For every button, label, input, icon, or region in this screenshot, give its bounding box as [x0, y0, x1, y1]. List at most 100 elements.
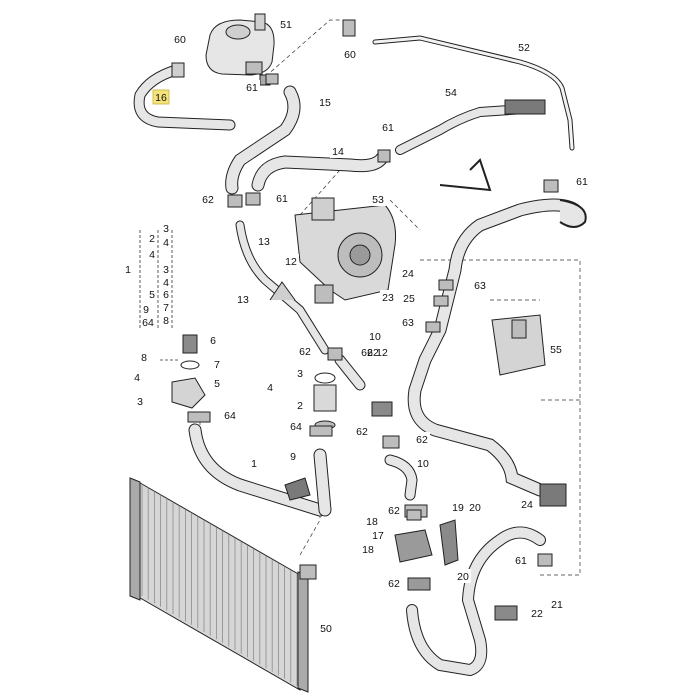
- callout-box: [380, 120, 396, 134]
- callout-62: 62: [386, 576, 402, 590]
- main-pipe-24: [407, 198, 582, 497]
- callout-61: 61: [244, 80, 260, 94]
- callout-box: [249, 456, 259, 470]
- callout-box: [370, 192, 386, 206]
- group-legend-sub-label: 62: [361, 347, 373, 359]
- callout-box: [278, 17, 294, 31]
- callout-5: 5: [212, 376, 222, 390]
- group-legend-col-a-label: 5: [149, 289, 155, 301]
- callout-box: [386, 503, 402, 517]
- callout-19: 19: [450, 500, 466, 514]
- callout-10: 10: [415, 456, 431, 470]
- callout-label: 1: [251, 458, 257, 470]
- callout-box: [200, 192, 216, 206]
- callout-box: [208, 333, 218, 347]
- callout-label: 61: [382, 122, 394, 134]
- callout-box: [132, 370, 142, 384]
- callout-16: 16: [152, 89, 170, 105]
- callout-label: 61: [576, 176, 588, 188]
- group-legend-col-a-label: 4: [149, 249, 155, 261]
- pump-housing-53: [294, 197, 396, 304]
- callout-label: 9: [290, 451, 296, 463]
- callout-4: 4: [132, 370, 142, 384]
- callout-label: 50: [320, 623, 332, 635]
- callout-box: [222, 408, 238, 422]
- callout-62: 62: [200, 192, 216, 206]
- callout-label: 20: [469, 502, 481, 514]
- callout-label: 15: [319, 97, 331, 109]
- bracket-9: [284, 477, 311, 501]
- callout-14: 14: [330, 144, 346, 158]
- callout-label: 24: [521, 499, 533, 511]
- callout-64: 64: [288, 419, 304, 433]
- callout-box: [342, 47, 358, 61]
- callout-box: [415, 456, 431, 470]
- callout-box: [529, 606, 545, 620]
- callout-13: 13: [235, 292, 251, 306]
- callout-label: 13: [258, 236, 270, 248]
- group-legend-col-b-label: 8: [163, 315, 169, 327]
- callout-55: 55: [548, 342, 564, 356]
- callout-label: 3: [297, 368, 303, 380]
- callout-box: [295, 398, 305, 412]
- callout-box: [365, 345, 381, 359]
- callout-label: 62: [388, 578, 400, 590]
- callout-62: 62: [297, 344, 313, 358]
- callout-20: 20: [467, 500, 483, 514]
- group-legend-col-a-label: 9: [143, 304, 149, 316]
- callout-label: 62: [367, 347, 379, 359]
- callout-box: [317, 95, 333, 109]
- callout-60: 60: [172, 32, 188, 46]
- group-legend-col-a-label: 1: [125, 264, 131, 276]
- radiator-50: [129, 477, 317, 693]
- callout-24: 24: [519, 497, 535, 511]
- callout-62: 62: [354, 424, 370, 438]
- hose-1: [188, 423, 332, 517]
- callout-21: 21: [549, 597, 565, 611]
- callout-label: 52: [518, 42, 530, 54]
- callout-box: [548, 342, 564, 356]
- callout-box: [455, 569, 471, 583]
- clip-62-lower: [407, 577, 431, 591]
- callout-label: 7: [214, 359, 220, 371]
- callout-box: [265, 380, 275, 394]
- callout-label: 4: [267, 382, 273, 394]
- callout-62: 62: [386, 503, 402, 517]
- callout-box: [318, 621, 334, 635]
- callout-10: 10: [367, 329, 383, 343]
- sensor-62: [371, 401, 393, 417]
- callout-label: 14: [332, 146, 344, 158]
- callout-63: 63: [400, 315, 416, 329]
- callout-label: 62: [416, 434, 428, 446]
- callout-20: 20: [455, 569, 471, 583]
- callout-box: [414, 432, 430, 446]
- flange-2: [313, 372, 337, 430]
- callout-label: 64: [224, 410, 236, 422]
- callout-23: 23: [380, 290, 396, 304]
- callout-box: [283, 254, 299, 268]
- callout-box: [450, 500, 466, 514]
- callout-9: 9: [288, 449, 298, 463]
- callout-50: 50: [318, 621, 334, 635]
- bracket: [439, 158, 492, 192]
- callout-label: 62: [388, 505, 400, 517]
- hose-15: [225, 85, 301, 195]
- pipe-24-top-bend: [559, 199, 587, 228]
- callout-label: 62: [202, 194, 214, 206]
- callout-12: 12: [283, 254, 299, 268]
- callout-box: [370, 528, 386, 542]
- callout-label: 10: [417, 458, 429, 470]
- pipe-52: [372, 35, 575, 151]
- callout-box: [549, 597, 565, 611]
- callout-label: 53: [372, 194, 384, 206]
- callout-box: [400, 266, 416, 280]
- callout-62: 62: [365, 345, 381, 359]
- group-brackets: [139, 230, 178, 361]
- callout-box: [274, 191, 290, 205]
- callout-label: 24: [402, 268, 414, 280]
- callout-box: [288, 449, 298, 463]
- callout-label: 10: [369, 331, 381, 343]
- callout-label: 54: [445, 87, 457, 99]
- group-legend-col-b-label: 4: [163, 237, 169, 249]
